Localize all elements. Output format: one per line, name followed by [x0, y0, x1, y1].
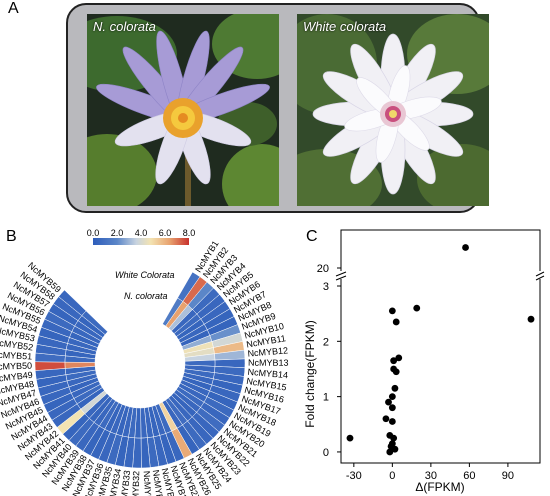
ring-label-n-colorata: N. colorata — [124, 291, 168, 301]
n-colorata-flower-image — [87, 14, 279, 206]
x-tick-label: 0 — [389, 470, 395, 482]
scatter-point — [385, 398, 392, 406]
scatter-plot: -30 0 30 60 90 0 1 2 3 20 Δ(FPKM) Fold change(F… — [303, 229, 545, 494]
plot-frame — [340, 229, 541, 464]
scatter-point — [390, 434, 398, 442]
y-tick-label: 2 — [323, 336, 329, 348]
n-colorata-photo: N. colorata — [87, 14, 279, 206]
gene-label: NcMYB32 — [130, 471, 141, 496]
color-scale-bar — [93, 238, 189, 245]
scatter-point — [390, 357, 398, 365]
gene-label: NcMYB33 — [118, 470, 132, 496]
y-tick-20: 20 — [317, 263, 329, 275]
scatter-point — [388, 393, 396, 401]
scale-tick-2: 2.0 — [111, 228, 124, 238]
gene-label: NcMYB31 — [142, 471, 154, 496]
scatter-point — [346, 434, 354, 442]
scatter-point — [392, 318, 400, 326]
x-tick-label: 60 — [463, 470, 475, 482]
x-tick-label: 90 — [502, 470, 514, 482]
scatter-point — [391, 445, 399, 453]
x-tick-label: 30 — [425, 470, 437, 482]
scatter-point — [392, 368, 400, 376]
photo-label-n-colorata: N. colorata — [93, 19, 156, 34]
gene-label: NcMYB13 — [248, 358, 289, 368]
scatter-point — [386, 448, 394, 456]
heatmap-cell-n-colorata — [81, 310, 108, 335]
panel-label-b: B — [6, 228, 17, 245]
gene-label: NcMYB14 — [247, 367, 288, 380]
y-axis-label: Fold change(FPKM) — [303, 320, 317, 427]
x-axis-ticks: -30 0 30 60 90 — [346, 463, 514, 482]
scatter-point — [388, 307, 396, 315]
axis-break — [335, 271, 545, 281]
gene-label: NcMYB30 — [151, 469, 167, 496]
photo-frame: N. colorata — [66, 3, 489, 213]
y-axis-ticks: 0 1 2 3 — [323, 281, 341, 459]
panel-label-c: C — [306, 228, 318, 245]
scale-tick-6: 6.0 — [159, 228, 172, 238]
white-colorata-flower-image — [297, 14, 489, 206]
gene-label: NcMYB51 — [0, 349, 32, 361]
x-axis-label: Δ(FPKM) — [415, 480, 464, 494]
scatter-point — [388, 440, 396, 448]
gene-label: NcMYB52 — [0, 337, 34, 352]
scatter-point — [462, 244, 469, 251]
y-tick-label: 1 — [323, 392, 329, 404]
scatter-point — [527, 315, 535, 323]
gene-label: NcMYB12 — [247, 345, 288, 358]
circular-heatmap: NcMYB1NcMYB2NcMYB3NcMYB4NcMYB5NcMYB6NcMY… — [0, 228, 289, 496]
scatter-point — [413, 304, 421, 312]
y-tick-label: 0 — [323, 447, 329, 459]
scale-tick-4: 4.0 — [135, 228, 148, 238]
scatter-point — [382, 415, 390, 423]
x-tick-label: -30 — [346, 470, 362, 482]
scatter-point — [391, 384, 399, 392]
ring-label-white-colorata: White Colorata — [115, 270, 175, 280]
scatter-point — [395, 354, 403, 362]
white-colorata-photo: White colorata — [297, 14, 489, 206]
scatter-point — [388, 418, 396, 425]
scatter-points — [346, 244, 535, 456]
heatmap-cells — [34, 271, 246, 469]
y-tick-label: 3 — [323, 281, 329, 293]
scale-tick-0: 0.0 — [87, 228, 100, 238]
heatmap-gene-labels: NcMYB1NcMYB2NcMYB3NcMYB4NcMYB5NcMYB6NcMY… — [0, 239, 289, 496]
scale-tick-8: 8.0 — [183, 228, 196, 238]
photo-label-white-colorata: White colorata — [303, 19, 387, 34]
panel-label-a: A — [8, 0, 19, 17]
scatter-point — [388, 404, 396, 412]
gene-label: NcMYB50 — [0, 361, 32, 372]
